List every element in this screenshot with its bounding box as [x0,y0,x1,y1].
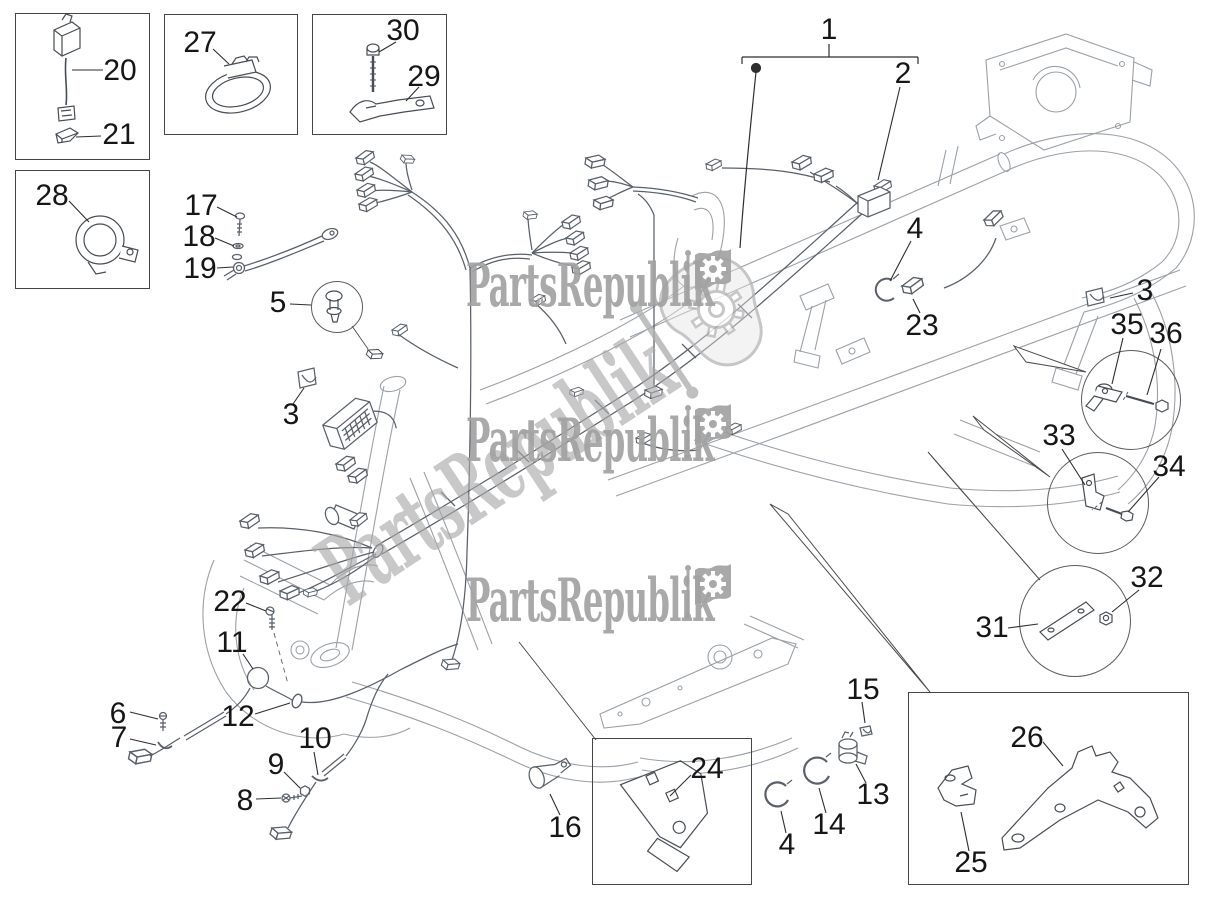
callout-1: 1 [820,13,838,46]
leader-line-6 [129,711,159,720]
callout-8: 8 [236,784,254,817]
leader-line-10 [313,751,319,776]
callout-13: 13 [856,778,890,811]
callout-4: 4 [778,828,796,861]
callout-31: 31 [975,611,1009,644]
watermark-text: PartsRepublik [466,251,715,321]
leader-line-12 [254,702,291,715]
callout-3: 3 [282,398,300,431]
callout-20: 20 [103,54,137,87]
callout-16: 16 [548,811,582,844]
box-27 [164,14,298,135]
callout-19: 19 [183,252,217,285]
circle-35-36 [1081,350,1181,450]
box-20-21 [15,13,150,160]
callout-18: 18 [182,220,216,253]
leader-line-4 [889,240,912,282]
leader-line-17 [216,206,238,218]
callout-22: 22 [213,585,247,618]
leader-line-8 [255,797,282,800]
leader-line-7 [129,738,157,746]
gear-icon [700,256,726,282]
callout-3: 3 [1136,274,1154,307]
callout-23: 23 [905,309,939,342]
callout-12: 12 [221,700,255,733]
callout-7: 7 [110,721,128,754]
leader-line-9 [283,771,301,789]
box-29-30 [312,14,447,135]
callout-25: 25 [954,846,988,879]
callout-5: 5 [269,286,287,319]
watermark-text: PartsRepublik [466,566,715,636]
callout-28: 28 [35,179,69,212]
circle-31-32 [1019,565,1131,677]
callout-26: 26 [1010,721,1044,754]
callout-17: 17 [184,189,218,222]
leader-line-3 [1109,292,1134,299]
brand-flag-icon [685,404,731,459]
leader-line-5 [289,303,312,306]
callout-29: 29 [407,60,441,93]
circle-5 [311,281,363,333]
callout-36: 36 [1149,317,1183,350]
callout-32: 32 [1130,561,1164,594]
gear-icon [700,571,726,597]
callout-10: 10 [298,722,332,755]
callout-2: 2 [894,57,912,90]
leader-line-22 [245,602,267,612]
callout-21: 21 [102,118,136,151]
box-25-26 [908,692,1189,885]
callout-6: 6 [109,697,127,730]
callout-33: 33 [1042,419,1076,452]
box-24 [592,738,752,885]
callout-35: 35 [1110,308,1144,341]
callout-24: 24 [690,752,724,785]
gear-icon [700,411,726,437]
brand-flag-icon [685,249,731,304]
circle-33-34 [1047,452,1149,554]
callout-34: 34 [1152,450,1186,483]
callout-11: 11 [216,626,248,659]
callout-4: 4 [906,212,924,245]
callout-14: 14 [812,808,846,841]
watermark-text: PartsRepublik [466,406,715,476]
callout-15: 15 [846,673,880,706]
callout-30: 30 [386,14,420,47]
callout-27: 27 [183,26,217,59]
brand-flag-icon [685,564,731,619]
leader-line-19 [216,266,234,269]
box-28 [15,170,150,289]
leader-line-18 [214,237,235,247]
callout-9: 9 [267,748,285,781]
leader-line-2 [877,86,901,181]
